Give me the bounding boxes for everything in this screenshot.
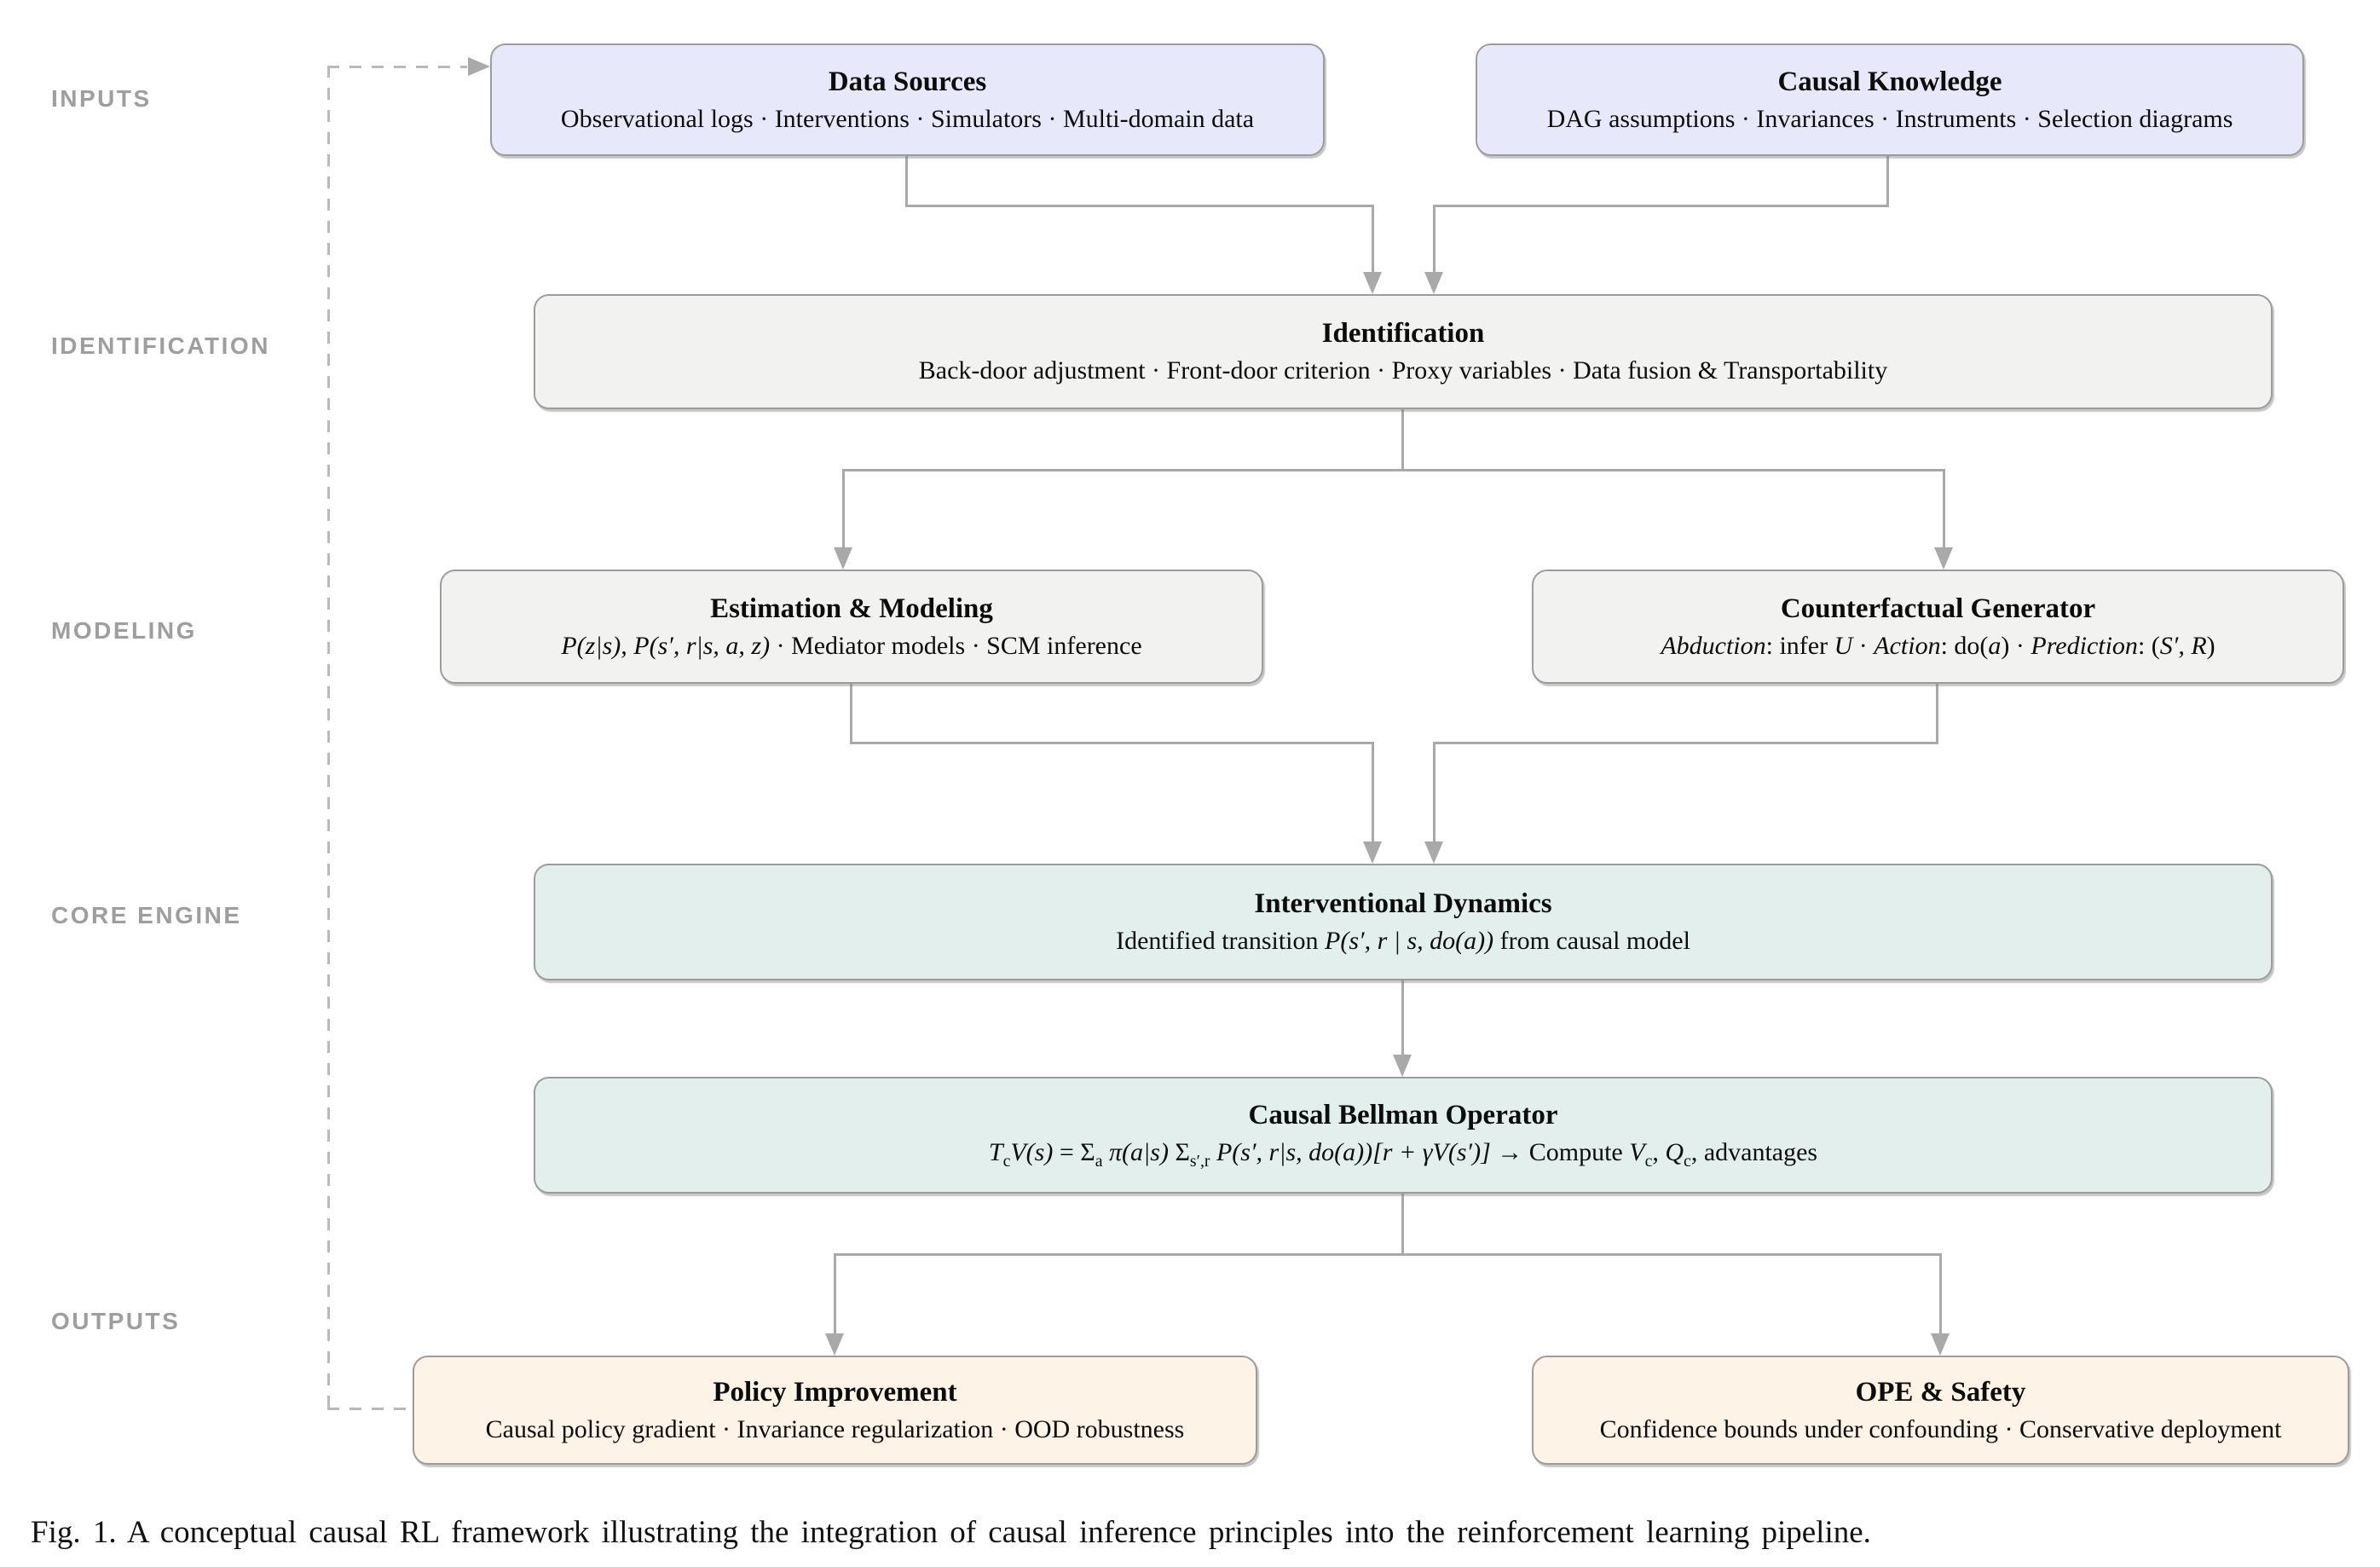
connector-counterfactual-elbow (1433, 742, 1938, 744)
node-data-sources-title: Data Sources (828, 66, 987, 97)
arrow-into-interventional-left (1363, 841, 1382, 864)
connector-counterfactual-down (1936, 684, 1938, 743)
node-identification-title: Identification (1321, 318, 1485, 349)
arrow-into-identification-left (1363, 272, 1382, 294)
connector-interventional-down (1401, 980, 1404, 1057)
node-interventional-dynamics-title: Interventional Dynamics (1254, 888, 1552, 919)
stage-label-outputs: OUTPUTS (51, 1308, 181, 1334)
connector-estimation-elbow (850, 742, 1374, 744)
connector-datasources-elbow (905, 205, 1374, 207)
connector-datasources-down (905, 156, 908, 207)
connector-output-left-shaft (834, 1253, 836, 1336)
connector-estimation-shaft (1372, 742, 1374, 846)
node-causal-knowledge: Causal Knowledge DAG assumptions · Invar… (1476, 43, 2304, 156)
connector-causalknowledge-down (1886, 156, 1889, 207)
node-policy-improvement-body: Causal policy gradient · Invariance regu… (485, 1414, 1185, 1443)
connector-bellman-split (834, 1253, 1942, 1256)
stage-label-identification: IDENTIFICATION (51, 332, 270, 359)
connector-split-right-shaft (1943, 469, 1945, 549)
arrow-into-policy (825, 1333, 844, 1356)
arrow-into-estimation (834, 547, 852, 570)
stage-label-inputs: INPUTS (51, 85, 152, 112)
connector-bellman-down (1401, 1194, 1404, 1255)
arrow-into-bellman (1393, 1055, 1412, 1077)
feedback-dashed-top-horizontal (327, 66, 467, 68)
connector-identification-split (842, 469, 1945, 471)
node-data-sources: Data Sources Observational logs · Interv… (490, 43, 1325, 156)
node-estimation-modeling: Estimation & Modeling P(z|s), P(s′, r|s,… (440, 570, 1263, 684)
arrow-into-ope (1931, 1333, 1950, 1356)
figure-caption: Fig. 1. A conceptual causal RL framework… (31, 1515, 1871, 1550)
connector-counterfactual-shaft (1433, 742, 1436, 846)
arrow-into-counterfactual (1934, 547, 1953, 570)
connector-output-right-shaft (1939, 1253, 1942, 1336)
connector-causalknowledge-elbow (1433, 205, 1889, 207)
arrow-into-interventional-right (1424, 841, 1443, 864)
connector-identification-down (1401, 409, 1404, 471)
node-policy-improvement: Policy Improvement Causal policy gradien… (413, 1356, 1257, 1465)
node-causal-knowledge-body: DAG assumptions · Invariances · Instrume… (1546, 104, 2233, 133)
node-ope-safety: OPE & Safety Confidence bounds under con… (1532, 1356, 2349, 1465)
connector-causalknowledge-shaft (1433, 205, 1436, 275)
node-data-sources-body: Observational logs · Interventions · Sim… (560, 104, 1255, 133)
node-interventional-dynamics: Interventional Dynamics Identified trans… (534, 864, 2273, 980)
node-estimation-modeling-title: Estimation & Modeling (710, 593, 993, 624)
node-counterfactual-generator-body: Abduction: infer U · Action: do(a) · Pre… (1661, 631, 2215, 660)
node-policy-improvement-title: Policy Improvement (713, 1376, 957, 1408)
feedback-dashed-vertical (327, 66, 330, 1410)
arrow-into-identification-right (1424, 272, 1443, 294)
node-estimation-modeling-body: P(z|s), P(s′, r|s, a, z) · Mediator mode… (561, 631, 1142, 660)
connector-datasources-shaft (1372, 205, 1374, 275)
node-counterfactual-generator: Counterfactual Generator Abduction: infe… (1532, 570, 2344, 684)
node-causal-bellman-operator: Causal Bellman Operator TcV(s) = Σa π(a|… (534, 1077, 2273, 1194)
feedback-dashed-bottom-horizontal (327, 1408, 413, 1410)
connector-split-left-shaft (842, 469, 845, 549)
node-identification-body: Back-door adjustment · Front-door criter… (918, 356, 1888, 385)
node-causal-knowledge-title: Causal Knowledge (1777, 66, 2002, 97)
node-ope-safety-body: Confidence bounds under confounding · Co… (1599, 1414, 2282, 1443)
node-causal-bellman-operator-body: TcV(s) = Σa π(a|s) Σs′,r P(s′, r|s, do(a… (988, 1137, 1818, 1171)
node-counterfactual-generator-title: Counterfactual Generator (1780, 593, 2096, 624)
arrow-into-datasources (468, 57, 490, 76)
node-ope-safety-title: OPE & Safety (1855, 1376, 2026, 1408)
node-interventional-dynamics-body: Identified transition P(s′, r | s, do(a)… (1116, 927, 1690, 955)
stage-label-modeling: MODELING (51, 617, 197, 644)
node-causal-bellman-operator-title: Causal Bellman Operator (1248, 1099, 1558, 1130)
stage-label-core-engine: CORE ENGINE (51, 902, 242, 928)
connector-estimation-down (850, 684, 852, 743)
node-identification: Identification Back-door adjustment · Fr… (534, 294, 2273, 409)
